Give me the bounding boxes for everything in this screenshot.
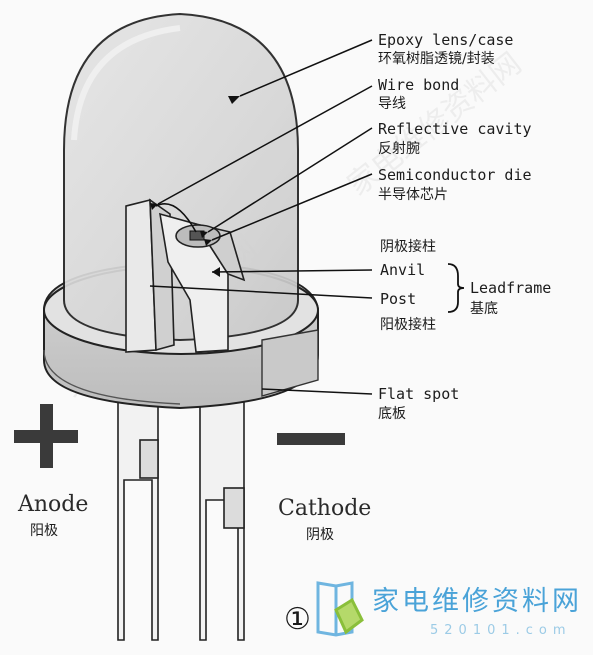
leads (117, 401, 245, 641)
label-wire-en: Wire bond (378, 76, 460, 94)
label-flat-cn: 底板 (378, 406, 406, 422)
dome (63, 12, 299, 342)
site-logo (316, 581, 364, 637)
minus-sign (277, 433, 345, 445)
label-anode-cn: 阳极 (30, 523, 58, 539)
label-flat-en: Flat spot (378, 385, 460, 403)
label-anvil-en: Anvil (380, 261, 426, 279)
label-cathode-cn: 阴极 (306, 527, 334, 543)
anode-lead (117, 401, 159, 641)
label-epoxy-en: Epoxy lens/case (378, 31, 514, 49)
label-cathode-en: Cathode (278, 496, 372, 521)
label-reflective-en: Reflective cavity (378, 120, 532, 138)
flat-spot (261, 329, 319, 397)
label-reflective-cn: 反射腕 (378, 141, 420, 157)
arrow-heads (150, 96, 240, 277)
label-wire-cn: 导线 (378, 96, 406, 112)
label-leadframe-en: Leadframe (470, 279, 552, 297)
watermark-site-url: 520101.com (430, 623, 572, 638)
anode-lead-bend (139, 439, 159, 479)
watermark-site-cn: 家电维修资料网 (372, 586, 582, 617)
label-anode-en: Anode (18, 492, 89, 517)
label-post-cn: 阳极接柱 (380, 317, 436, 333)
plus-sign-v (40, 404, 53, 468)
label-die-cn: 半导体芯片 (378, 187, 448, 203)
figure-number: ① (284, 602, 311, 637)
leader-lines (149, 39, 465, 395)
label-leadframe-cn: 基底 (470, 301, 498, 317)
label-post-en: Post (380, 290, 417, 308)
label-anvil-cn: 阴极接柱 (380, 239, 436, 255)
label-die-en: Semiconductor die (378, 166, 532, 184)
wire-bond (155, 203, 197, 233)
label-epoxy-cn: 环氧树脂透镜/封装 (378, 51, 495, 67)
cathode-lead-bend (223, 487, 245, 529)
polarity-marks (14, 404, 345, 468)
